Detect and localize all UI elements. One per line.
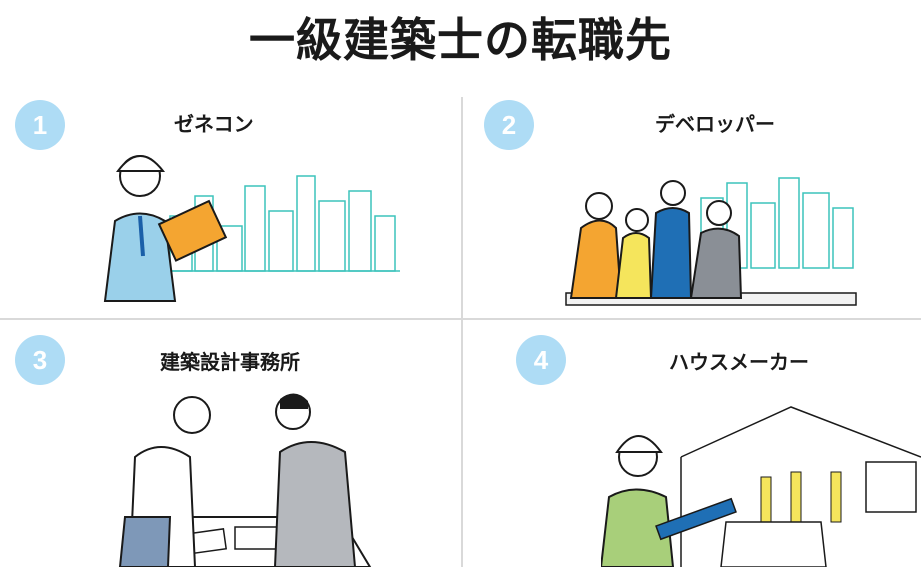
house-maker-worker-icon [601,406,921,567]
team-meeting-icon [565,177,857,306]
card-house-maker: 4 ハウスメーカー [461,322,921,567]
card-label: ハウスメーカー [669,350,809,374]
card-general-contractor: 1 ゼネコン [0,96,460,318]
page-title: 一級建築士の転職先 [249,13,672,67]
number-badge: 3 [15,335,65,385]
card-label: デベロッパー [655,112,775,136]
card-label: ゼネコン [174,112,254,136]
horizontal-divider [0,318,921,320]
vertical-divider [461,97,463,567]
construction-worker-icon [103,155,400,302]
card-developer: 2 デベロッパー [461,96,921,318]
card-architecture-firm: 3 建築設計事務所 [0,322,460,567]
number-badge: 2 [484,100,534,150]
number-badge: 4 [516,335,566,385]
card-label: 建築設計事務所 [160,350,300,374]
number-badge: 1 [15,100,65,150]
architects-icon [118,393,372,567]
